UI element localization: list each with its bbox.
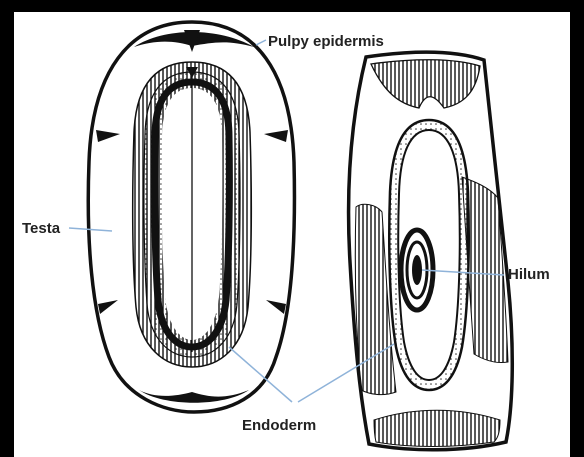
label-hilum: Hilum (508, 266, 550, 283)
label-testa: Testa (22, 220, 60, 237)
leader-pulpy-epidermis (256, 40, 266, 45)
hilum-core (412, 255, 422, 285)
label-endoderm: Endoderm (242, 417, 316, 434)
figure-canvas: Pulpy epidermis Testa Hilum Endoderm (14, 12, 570, 457)
label-pulpy-epidermis: Pulpy epidermis (268, 33, 384, 50)
left-seed-section (88, 22, 294, 412)
seed-section-diagram (14, 12, 570, 457)
right-seed-bottom-hatch (374, 410, 500, 446)
right-seed-section (349, 52, 513, 450)
